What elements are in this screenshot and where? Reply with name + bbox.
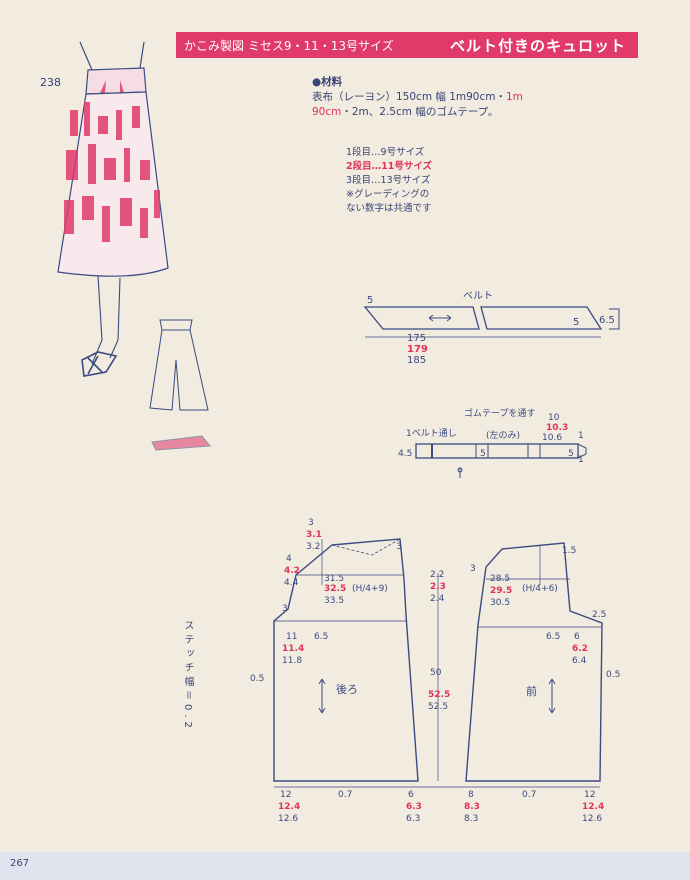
belt-label: ベルト xyxy=(463,290,493,302)
front-top-left: 3 xyxy=(470,564,476,574)
front-waist-11: 29.5 xyxy=(490,586,512,596)
dim-1-top: 1 xyxy=(578,431,584,441)
front-hem-left-11: 8.3 xyxy=(464,802,480,812)
materials-line-1: 表布（レーヨン）150cm 幅 1m90cm・1m xyxy=(312,90,612,105)
size-legend-note-1: ※グレーディングの xyxy=(346,189,430,200)
elastic-label: ゴムテープを通す xyxy=(464,407,535,419)
back-top-11: 3.1 xyxy=(306,530,322,540)
back-label: 後ろ xyxy=(336,682,358,696)
materials-title: ●材料 xyxy=(312,76,343,88)
back-top-right: 3 xyxy=(396,542,402,552)
belt-pattern: ベルト 5 5 6.5 175 179 185 xyxy=(363,290,620,365)
front-label: 前 xyxy=(526,684,537,698)
back-waist-13: 33.5 xyxy=(324,596,344,606)
back-curve-9: 11 xyxy=(286,632,297,642)
header-subtitle: かこみ製図 ミセス9・11・13号サイズ xyxy=(184,38,394,53)
belt-length-13: 185 xyxy=(407,355,426,365)
front-side: 0.5 xyxy=(606,670,620,680)
front-hem-left: 8 xyxy=(468,790,474,800)
back-hem-right: 6 xyxy=(408,790,414,800)
back-hip-left: 3 xyxy=(282,604,288,614)
back-formula: (H/4+9) xyxy=(352,584,388,594)
dim-10-6: 10.6 xyxy=(542,433,562,443)
front-formula: (H/4+6) xyxy=(522,584,558,594)
front-hem-mid: 0.7 xyxy=(522,790,536,800)
front-curve-11: 6.2 xyxy=(572,644,588,654)
belt-width: 6.5 xyxy=(599,315,615,326)
culottes-pattern: 後ろ 3 3.1 3.2 4 4.2 4.4 31.5 32.5 33.5 (H… xyxy=(250,518,620,824)
back-depth-9: 2.2 xyxy=(430,570,444,580)
back-depth-13: 2.4 xyxy=(430,594,445,604)
materials-block: ●材料 表布（レーヨン）150cm 幅 1m90cm・1m 90cm・2m、2.… xyxy=(312,75,612,120)
size-legend-row-1: 1段目…9号サイズ xyxy=(346,147,425,158)
length-13: 52.5 xyxy=(428,702,448,712)
belt-length-11: 179 xyxy=(407,344,428,355)
fashion-illustration xyxy=(57,41,211,451)
back-hem-left-11: 12.4 xyxy=(278,802,300,812)
belt-end-right: 5 xyxy=(573,317,579,328)
stitch-width-note: ステッチ幅＝0.2 xyxy=(182,620,193,732)
left-only-label: (左のみ) xyxy=(486,429,520,441)
back-high-9: 4 xyxy=(286,554,292,564)
back-curve-13: 11.8 xyxy=(282,656,302,666)
belt-length-9: 175 xyxy=(407,333,426,344)
materials-text-1: 表布（レーヨン）150cm 幅 1m90cm・ xyxy=(312,91,506,103)
belt-loop-label: 1ベルト通し xyxy=(406,428,457,439)
back-hem-right-13: 6.3 xyxy=(406,814,420,824)
front-crotch: 6.5 xyxy=(546,632,560,642)
front-top: 1.5 xyxy=(562,546,576,556)
front-waist-13: 30.5 xyxy=(490,598,510,608)
front-waist-9: 28.5 xyxy=(490,574,510,584)
loop-width: 5 xyxy=(480,449,486,459)
front-hem-right-13: 12.6 xyxy=(582,814,602,824)
end-width: 5 xyxy=(568,449,574,459)
back-hem-mid: 0.7 xyxy=(338,790,352,800)
length-11: 52.5 xyxy=(428,690,450,700)
dim-10: 10 xyxy=(548,413,560,423)
size-legend-row-2: 2段目…11号サイズ xyxy=(346,161,433,172)
belt-end-left: 5 xyxy=(367,295,373,306)
back-high-11: 4.2 xyxy=(284,566,300,576)
size-legend-row-3: 3段目…13号サイズ xyxy=(346,175,431,186)
back-depth-11: 2.3 xyxy=(430,582,446,592)
back-top-13: 3.2 xyxy=(306,542,320,552)
front-hip-right: 2.5 xyxy=(592,610,606,620)
page-title: ベルト付きのキュロット xyxy=(449,36,626,55)
front-curve-9: 6 xyxy=(574,632,580,642)
back-hem-left-13: 12.6 xyxy=(278,814,298,824)
back-top-9: 3 xyxy=(308,518,314,528)
length-9: 50 xyxy=(430,668,442,678)
dim-1-bottom: 1 xyxy=(578,455,584,465)
header-bar: かこみ製図 ミセス9・11・13号サイズ ベルト付きのキュロット xyxy=(176,32,638,58)
back-crotch: 6.5 xyxy=(314,632,328,642)
size-legend-note-2: ない数字は共通です xyxy=(346,203,432,214)
waistband-height: 4.5 xyxy=(398,449,412,459)
materials-line-2: 90cm・2m、2.5cm 幅のゴムテープ。 xyxy=(312,105,612,120)
size-legend: 1段目…9号サイズ 2段目…11号サイズ 3段目…13号サイズ ※グレーディング… xyxy=(346,146,432,216)
waistband-pattern: ゴムテープを通す 1ベルト通し (左のみ) 10 10.3 10.6 1 1 4… xyxy=(398,407,587,478)
back-hem-left: 12 xyxy=(280,790,291,800)
back-waist-11: 32.5 xyxy=(324,584,346,594)
front-hem-left-13: 8.3 xyxy=(464,814,478,824)
materials-text-2: ・2m、2.5cm 幅のゴムテープ。 xyxy=(341,106,499,118)
page-number: 267 xyxy=(10,858,30,869)
back-curve-11: 11.4 xyxy=(282,644,304,654)
materials-size-11-a: 1m xyxy=(506,91,523,103)
footer-band xyxy=(0,852,690,880)
back-waist-9: 31.5 xyxy=(324,574,344,584)
back-high-13: 4.4 xyxy=(284,578,299,588)
front-hem-right: 12 xyxy=(584,790,595,800)
front-curve-13: 6.4 xyxy=(572,656,587,666)
back-side: 0.5 xyxy=(250,674,264,684)
back-hem-right-11: 6.3 xyxy=(406,802,422,812)
materials-size-11-b: 90cm xyxy=(312,106,342,118)
pattern-number: 238 xyxy=(40,76,61,89)
front-hem-right-11: 12.4 xyxy=(582,802,604,812)
dim-10-3: 10.3 xyxy=(546,423,568,433)
